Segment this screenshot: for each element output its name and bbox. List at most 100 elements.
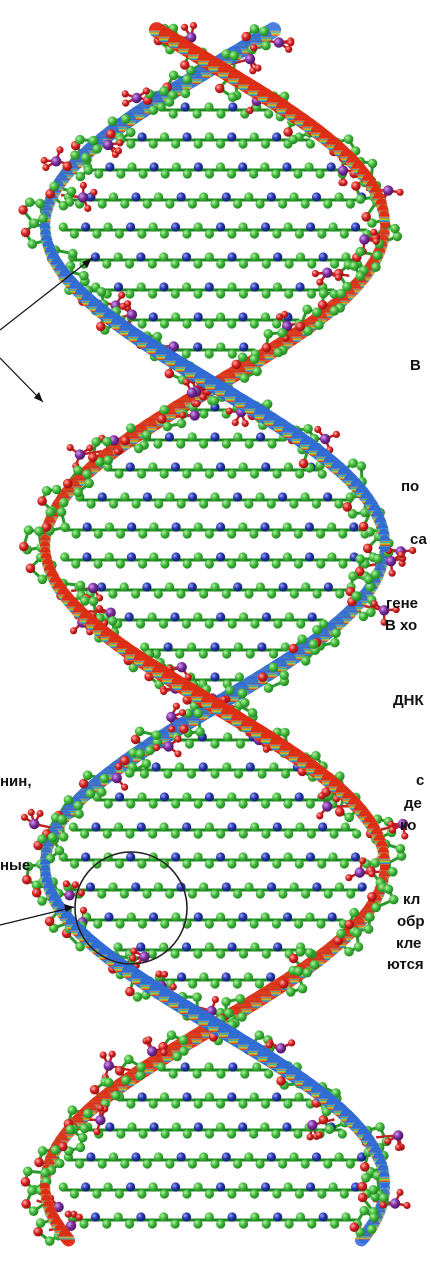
sugar-atom xyxy=(194,709,204,719)
oxygen-atom xyxy=(181,24,188,31)
base-atom xyxy=(159,822,168,831)
text-fragment-3: са xyxy=(410,532,427,547)
oxygen-atom xyxy=(373,238,380,245)
base-atom xyxy=(312,192,321,201)
oxygen-atom xyxy=(226,408,233,415)
base-atom xyxy=(260,1122,269,1131)
sugar-atom xyxy=(369,1213,379,1223)
base-atom xyxy=(238,162,247,171)
base-atom xyxy=(177,1152,186,1161)
base-atom xyxy=(97,889,106,898)
base-atom xyxy=(194,312,203,321)
base-atom xyxy=(290,589,299,598)
sugar-atom xyxy=(29,1206,39,1216)
sugar-atom xyxy=(297,634,307,644)
oxygen-atom xyxy=(276,313,283,320)
base-atom xyxy=(60,552,69,561)
text-fragment-8: с xyxy=(416,773,424,788)
sugar-atom xyxy=(32,888,42,898)
sugar-atom xyxy=(312,625,322,635)
base-atom xyxy=(185,739,194,748)
base-atom xyxy=(86,1152,95,1161)
base-atom xyxy=(70,229,79,238)
sugar-atom xyxy=(335,807,345,817)
base-atom xyxy=(199,192,208,201)
base-atom xyxy=(244,972,253,981)
base-atom xyxy=(188,1159,197,1168)
phosphorus-atom xyxy=(104,1061,114,1071)
base-atom xyxy=(256,1159,265,1168)
sugar-atom xyxy=(367,1225,377,1235)
base-atom xyxy=(262,259,271,268)
base-atom xyxy=(236,739,245,748)
base-atom xyxy=(278,889,287,898)
base-atom xyxy=(137,469,146,478)
sugar-atom xyxy=(66,1125,76,1135)
base-atom xyxy=(210,492,219,501)
sugar-atom xyxy=(325,1124,335,1134)
base-atom xyxy=(279,582,288,591)
sugar-atom xyxy=(55,846,65,856)
phosphorus-atom xyxy=(383,185,393,195)
base-atom xyxy=(216,162,225,171)
base-atom xyxy=(307,1219,316,1228)
base-atom xyxy=(250,1189,259,1198)
base-atom xyxy=(216,139,225,148)
oxygen-atom xyxy=(160,1049,167,1056)
sugar-atom xyxy=(40,1168,50,1178)
base-atom xyxy=(294,919,303,928)
ribbon-segment xyxy=(385,858,386,865)
sugar-atom xyxy=(238,689,248,699)
base-atom xyxy=(250,942,259,951)
sugar-atom xyxy=(261,41,271,51)
base-atom xyxy=(160,229,169,238)
sugar-atom xyxy=(92,144,102,154)
base-atom xyxy=(153,439,162,448)
base-atom xyxy=(183,1129,192,1138)
base-atom xyxy=(171,1099,180,1108)
oxygen-atom xyxy=(397,189,404,196)
base-atom xyxy=(138,319,147,328)
base-atom xyxy=(222,439,231,448)
base-atom xyxy=(205,252,214,261)
sugar-atom xyxy=(96,322,106,332)
base-atom xyxy=(176,439,185,448)
sugar-atom xyxy=(361,212,371,222)
base-atom xyxy=(328,912,337,921)
base-atom xyxy=(346,1159,355,1168)
base-atom xyxy=(210,642,219,651)
base-atom xyxy=(227,1129,236,1138)
sugar-atom xyxy=(167,1030,177,1040)
base-atom xyxy=(216,342,225,351)
base-atom xyxy=(137,792,146,801)
base-atom xyxy=(75,1159,84,1168)
base-atom xyxy=(148,1219,157,1228)
base-atom xyxy=(105,522,114,531)
base-atom xyxy=(222,972,231,981)
base-atom xyxy=(222,762,231,771)
base-atom xyxy=(109,1152,118,1161)
base-atom xyxy=(250,319,259,328)
base-atom xyxy=(330,1219,339,1228)
phosphorus-atom xyxy=(390,1198,400,1208)
base-atom xyxy=(210,672,219,681)
sugar-atom xyxy=(179,724,189,734)
sugar-atom xyxy=(86,789,96,799)
base-atom xyxy=(161,1129,170,1138)
oxygen-atom xyxy=(250,44,257,51)
oxygen-atom xyxy=(398,551,405,558)
oxygen-atom xyxy=(371,600,378,607)
base-atom xyxy=(137,822,146,831)
phosphorus-atom xyxy=(75,449,85,459)
base-atom xyxy=(284,462,293,471)
phosphorus-atom xyxy=(88,583,98,593)
phosphorus-atom xyxy=(276,1043,286,1053)
text-fragment-14: кле xyxy=(396,936,421,951)
base-atom xyxy=(324,582,333,591)
sugar-atom xyxy=(79,271,89,281)
base-atom xyxy=(172,162,181,171)
base-atom xyxy=(194,799,203,808)
sugar-atom xyxy=(108,616,118,626)
base-atom xyxy=(346,199,355,208)
base-atom xyxy=(193,342,202,351)
